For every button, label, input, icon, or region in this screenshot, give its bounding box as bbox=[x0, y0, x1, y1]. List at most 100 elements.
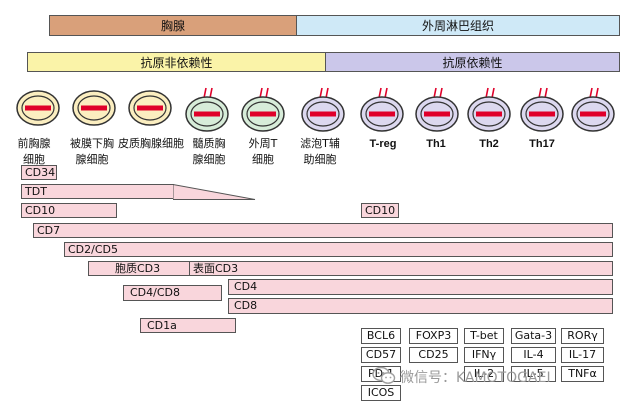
receptor-line bbox=[485, 87, 489, 99]
cell-label: 皮质胸腺细胞 bbox=[118, 137, 184, 150]
cell-icon bbox=[360, 87, 404, 132]
cell-band bbox=[476, 111, 502, 117]
marker-box: BCL6 bbox=[361, 328, 401, 344]
cell-label: 前胸腺 bbox=[17, 137, 51, 150]
antigen-independent-label: 抗原非依赖性 bbox=[140, 55, 213, 70]
cd8-bar: CD8 bbox=[228, 298, 613, 314]
cytoplasmic-cd3-label: 胞质CD3 bbox=[115, 262, 161, 275]
antigen-dependent-header: 抗原依赖性 bbox=[325, 52, 620, 72]
antigen-independent-header: 抗原非依赖性 bbox=[27, 52, 326, 72]
receptor-line bbox=[589, 87, 593, 99]
cd4-label: CD4 bbox=[234, 280, 258, 293]
cell-label: 腺细胞 bbox=[192, 153, 226, 166]
cell-icon bbox=[467, 87, 511, 132]
cell-band bbox=[580, 111, 606, 117]
cell-icon bbox=[185, 87, 229, 132]
cell-band bbox=[424, 111, 450, 117]
cell-label: 外周T bbox=[248, 137, 278, 150]
cd7-bar: CD7 bbox=[33, 223, 613, 238]
cell-band bbox=[369, 111, 395, 117]
cell-label: 细胞 bbox=[252, 153, 274, 166]
thymus-header: 胸腺 bbox=[49, 15, 297, 36]
cytoplasmic-cd3-bar: 胞质CD3 bbox=[88, 261, 190, 276]
cell-label: 滤泡T辅 bbox=[300, 137, 340, 150]
cell-label: 被膜下胸 bbox=[70, 137, 114, 150]
cell-band bbox=[310, 111, 336, 117]
receptor-line bbox=[544, 87, 548, 99]
receptor-line bbox=[433, 87, 437, 99]
cd34-label: CD34 bbox=[25, 166, 56, 179]
marker-box: IL-5 bbox=[511, 366, 556, 382]
cell-band bbox=[25, 105, 51, 111]
receptor-line bbox=[319, 87, 323, 99]
marker-box: FOXP3 bbox=[409, 328, 458, 344]
receptor-line bbox=[439, 87, 443, 99]
cell-icon bbox=[16, 90, 60, 126]
marker-box: Gata-3 bbox=[511, 328, 556, 344]
cd2-cd5-bar: CD2/CD5 bbox=[64, 242, 613, 257]
cd2-cd5-label: CD2/CD5 bbox=[68, 243, 119, 256]
marker-box: CD57 bbox=[361, 347, 401, 363]
receptor-line bbox=[265, 87, 269, 99]
cell-icon bbox=[571, 87, 615, 132]
receptor-line bbox=[595, 87, 599, 99]
receptor-line bbox=[203, 87, 207, 99]
marker-box: IL-4 bbox=[511, 347, 556, 363]
cell-icon bbox=[72, 90, 116, 126]
cd1a-label: CD1a bbox=[147, 319, 177, 332]
peripheral-header-label: 外周淋巴组织 bbox=[421, 19, 494, 33]
receptor-line bbox=[378, 87, 382, 99]
cell-label: Th1 bbox=[426, 138, 446, 150]
wechat-icon bbox=[372, 366, 396, 384]
marker-box: IL-17 bbox=[561, 347, 604, 363]
cell-band bbox=[194, 111, 220, 117]
cd4-bar: CD4 bbox=[228, 279, 613, 295]
receptor-line bbox=[491, 87, 495, 99]
cell-icons bbox=[16, 87, 615, 132]
thymus-header-label: 胸腺 bbox=[160, 19, 185, 33]
receptor-line bbox=[259, 87, 263, 99]
marker-box: ICOS bbox=[361, 385, 401, 401]
cell-label: Th17 bbox=[529, 138, 555, 150]
cd10-bar: CD10 bbox=[21, 203, 117, 218]
tdt-taper bbox=[173, 184, 256, 200]
receptor-line bbox=[325, 87, 329, 99]
tdt-label: TDT bbox=[25, 185, 47, 198]
cell-band bbox=[529, 111, 555, 117]
cd7-label: CD7 bbox=[37, 224, 61, 237]
cd1a-bar: CD1a bbox=[140, 318, 236, 333]
receptor-line bbox=[209, 87, 213, 99]
marker-box: IL-2 bbox=[464, 366, 504, 382]
cell-label: 助细胞 bbox=[303, 153, 337, 166]
peripheral-header: 外周淋巴组织 bbox=[296, 15, 620, 36]
cd4-cd8-label: CD4/CD8 bbox=[130, 286, 181, 299]
cd10-tfh-label: CD10 bbox=[365, 204, 396, 217]
surface-cd3-bar: 表面CD3 bbox=[189, 261, 613, 276]
cell-label: T-reg bbox=[369, 138, 397, 150]
receptor-line bbox=[538, 87, 542, 99]
cell-label: 髓质胸 bbox=[192, 137, 226, 150]
cell-icon bbox=[301, 87, 345, 132]
cell-icon bbox=[520, 87, 564, 132]
cell-icon bbox=[241, 87, 285, 132]
receptor-line bbox=[384, 87, 388, 99]
marker-box: T-bet bbox=[464, 328, 504, 344]
cd10-tfh-bar: CD10 bbox=[361, 203, 399, 218]
marker-box: CD25 bbox=[409, 347, 458, 363]
cell-label: Th2 bbox=[479, 138, 499, 150]
marker-box: IFNγ bbox=[464, 347, 504, 363]
watermark: 微信号：KAMOTOGAEI bbox=[400, 370, 551, 386]
cd8-label: CD8 bbox=[234, 299, 258, 312]
tdt-bar: TDT bbox=[21, 184, 174, 199]
cell-label: 腺细胞 bbox=[75, 153, 109, 166]
cell-label: 细胞 bbox=[23, 153, 45, 166]
cd4-cd8-bar: CD4/CD8 bbox=[123, 285, 222, 301]
surface-cd3-label: 表面CD3 bbox=[193, 262, 239, 275]
antigen-dependent-label: 抗原依赖性 bbox=[442, 55, 503, 70]
cell-band bbox=[137, 105, 163, 111]
cell-band bbox=[81, 105, 107, 111]
cell-icon bbox=[128, 90, 172, 126]
cell-band bbox=[250, 111, 276, 117]
marker-box: RORγ bbox=[561, 328, 604, 344]
